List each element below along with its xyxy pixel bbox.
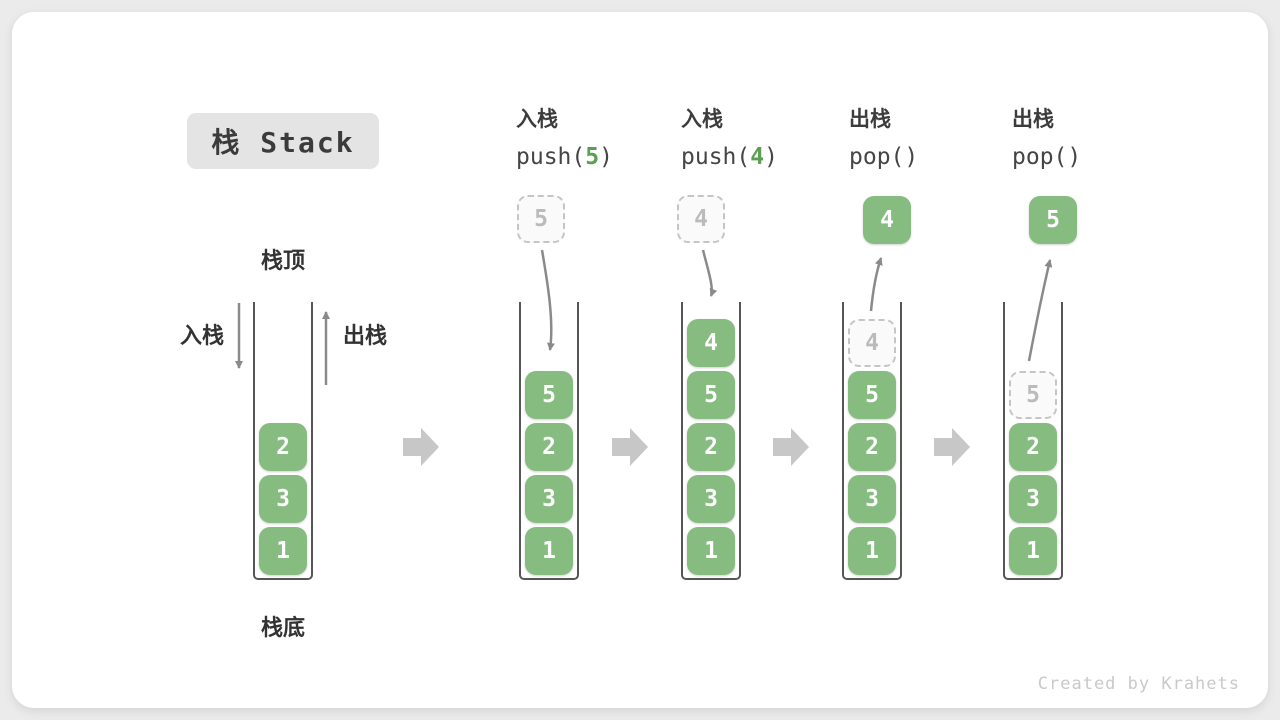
- op-label-cn: 出栈: [849, 108, 891, 131]
- stack-cell: 2: [525, 423, 573, 471]
- stack-cell: 3: [259, 475, 307, 523]
- watermark: Created by Krahets: [1037, 674, 1240, 694]
- push-label: 入栈: [179, 323, 224, 348]
- stack-container: [842, 302, 902, 580]
- code-post: ): [904, 144, 919, 170]
- stack-cell: 5: [687, 371, 735, 419]
- code-pre: push(: [681, 144, 751, 170]
- stack-container: [253, 302, 313, 580]
- stack-cell: 2: [687, 423, 735, 471]
- stack-cell-ghost: 5: [1009, 371, 1057, 419]
- stack-cell: 2: [848, 423, 896, 471]
- floating-value-box: 4: [863, 196, 911, 244]
- code-pre: pop(: [1012, 144, 1068, 170]
- op-header: 出栈 pop(): [849, 104, 918, 174]
- op-label-cn: 入栈: [681, 108, 723, 131]
- op-label-cn: 出栈: [1012, 108, 1054, 131]
- stack-top-label: 栈顶: [260, 248, 305, 273]
- stack-cell: 3: [687, 475, 735, 523]
- code-arg: 4: [750, 144, 765, 170]
- code-post: ): [1067, 144, 1082, 170]
- pop-label: 出栈: [343, 323, 388, 348]
- stack-container: [519, 302, 579, 580]
- stack-cell: 3: [848, 475, 896, 523]
- code-pre: push(: [516, 144, 586, 170]
- stack-cell: 5: [525, 371, 573, 419]
- stack-cell: 1: [1009, 527, 1057, 575]
- op-code: push(4): [681, 140, 778, 174]
- diagram-title: 栈 Stack: [187, 113, 379, 169]
- op-code: pop(): [849, 140, 918, 174]
- stack-cell: 1: [259, 527, 307, 575]
- code-pre: pop(: [849, 144, 905, 170]
- stack-cell: 4: [687, 319, 735, 367]
- stack-container: [681, 302, 741, 580]
- stack-cell: 1: [848, 527, 896, 575]
- op-label-cn: 入栈: [516, 108, 558, 131]
- floating-value-box: 5: [517, 195, 565, 243]
- code-post: ): [764, 144, 778, 170]
- op-header: 出栈 pop(): [1012, 104, 1081, 174]
- stack-cell-ghost: 4: [848, 319, 896, 367]
- stack-cell: 2: [1009, 423, 1057, 471]
- floating-value-box: 5: [1029, 196, 1077, 244]
- code-post: ): [599, 144, 613, 170]
- stack-cell: 2: [259, 423, 307, 471]
- stack-container: [1003, 302, 1063, 580]
- op-code: push(5): [516, 140, 613, 174]
- stack-cell: 1: [525, 527, 573, 575]
- stack-cell: 3: [525, 475, 573, 523]
- stack-cell: 3: [1009, 475, 1057, 523]
- code-arg: 5: [585, 144, 600, 170]
- op-header: 入栈 push(4): [681, 104, 778, 174]
- stack-cell: 1: [687, 527, 735, 575]
- stack-bottom-label: 栈底: [260, 615, 305, 640]
- op-header: 入栈 push(5): [516, 104, 613, 174]
- floating-value-box: 4: [677, 195, 725, 243]
- op-code: pop(): [1012, 140, 1081, 174]
- stack-cell: 5: [848, 371, 896, 419]
